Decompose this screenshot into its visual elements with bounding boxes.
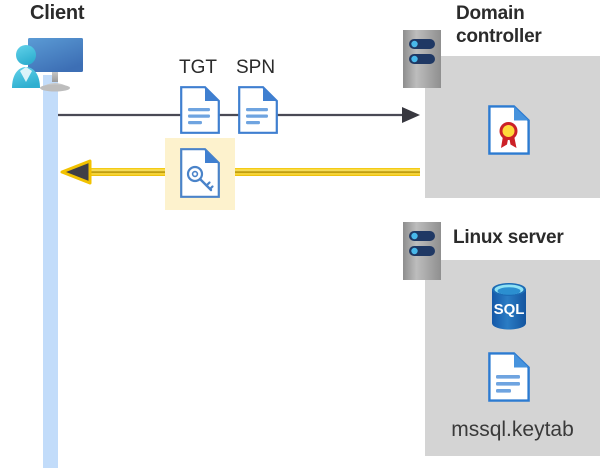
client-title: Client xyxy=(30,2,85,24)
service-ticket-key-document-icon xyxy=(180,148,220,198)
client-lifeline-bar xyxy=(43,75,58,468)
spn-document-icon xyxy=(238,86,278,134)
tgt-document-icon xyxy=(180,86,220,134)
linux-server-title: Linux server xyxy=(453,227,564,248)
response-arrow-dc-to-client xyxy=(60,158,420,186)
tgt-label: TGT xyxy=(179,57,217,78)
user-workstation-icon xyxy=(8,26,104,92)
linux-server-icon xyxy=(403,222,441,280)
domain-controller-server-icon xyxy=(403,30,441,88)
request-arrow-client-to-dc xyxy=(58,104,420,126)
sql-badge-text: SQL xyxy=(494,301,525,318)
sql-database-icon: SQL xyxy=(486,281,532,331)
keytab-filename-label: mssql.keytab xyxy=(451,418,574,441)
spn-label: SPN xyxy=(236,57,276,78)
certificate-document-icon xyxy=(488,105,530,155)
keytab-document-icon xyxy=(488,352,530,402)
domain-controller-title: Domain controller xyxy=(456,3,542,47)
